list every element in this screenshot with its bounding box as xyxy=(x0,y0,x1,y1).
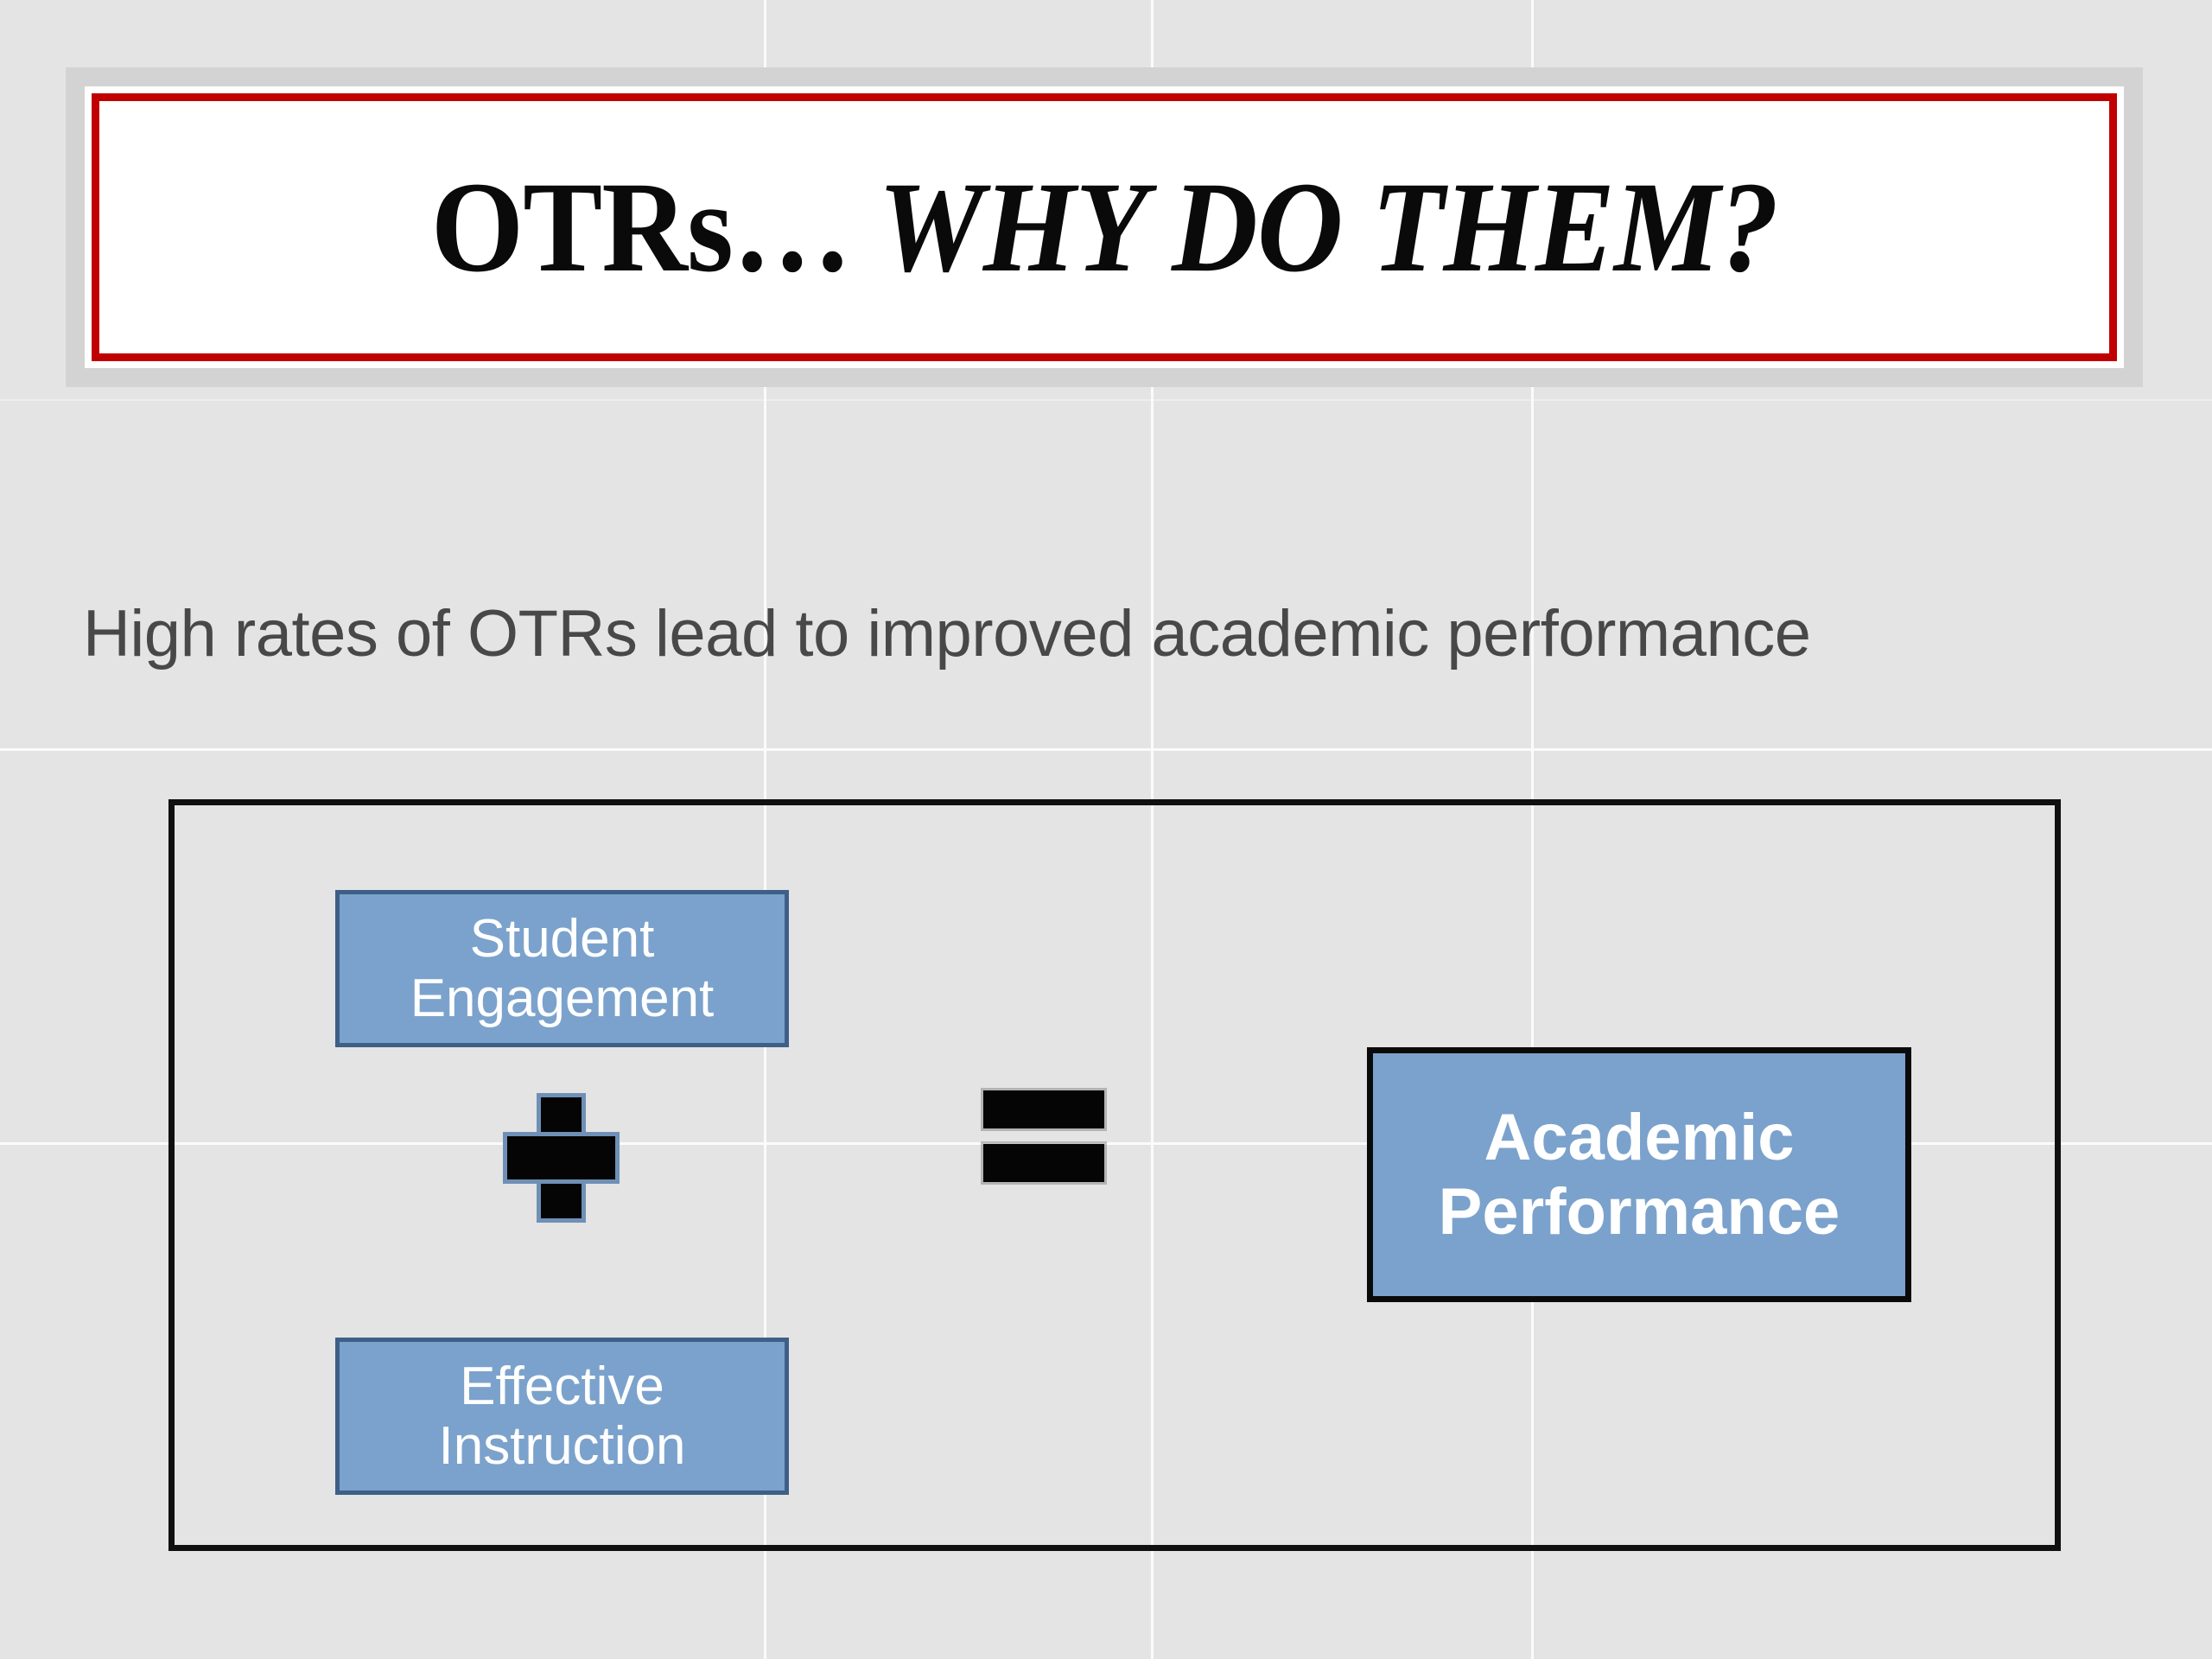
equals-icon-bottom-bar xyxy=(983,1144,1104,1182)
equals-icon-top-bar xyxy=(983,1090,1104,1128)
gridline-horizontal-1 xyxy=(0,748,2212,751)
title-frame-accent: OTRs… WHY DO THEM? xyxy=(92,93,2117,361)
equals-icon xyxy=(983,1090,1104,1190)
page-title-plain: OTRs… xyxy=(430,156,851,299)
diagram-container xyxy=(168,799,2061,1551)
box-effective-instruction: Effective Instruction xyxy=(335,1338,789,1495)
box-academic-performance-label: Academic Performance xyxy=(1439,1101,1840,1248)
title-frame-outer: OTRs… WHY DO THEM? xyxy=(66,67,2143,387)
box-student-engagement-label: Student Engagement xyxy=(410,909,715,1029)
page-title-italic: WHY DO THEM? xyxy=(850,156,1779,299)
box-effective-instruction-label: Effective Instruction xyxy=(438,1357,685,1477)
page-title: OTRs… WHY DO THEM? xyxy=(430,162,1778,292)
box-student-engagement-line2: Engagement xyxy=(410,969,715,1028)
subtitle-text: High rates of OTRs lead to improved acad… xyxy=(83,597,1811,671)
box-academic-performance: Academic Performance xyxy=(1367,1047,1911,1302)
box-academic-performance-line2: Performance xyxy=(1438,1174,1840,1249)
box-student-engagement: Student Engagement xyxy=(335,890,789,1047)
gridline-seam-horizontal xyxy=(0,399,2212,401)
box-academic-performance-line1: Academic xyxy=(1484,1101,1795,1175)
plus-icon xyxy=(503,1093,620,1223)
box-effective-instruction-line1: Effective xyxy=(460,1356,664,1416)
plus-icon-horizontal-bar xyxy=(507,1136,615,1179)
title-frame-inner: OTRs… WHY DO THEM? xyxy=(85,86,2124,368)
box-effective-instruction-line2: Instruction xyxy=(438,1416,686,1476)
box-student-engagement-line1: Student xyxy=(469,908,655,969)
